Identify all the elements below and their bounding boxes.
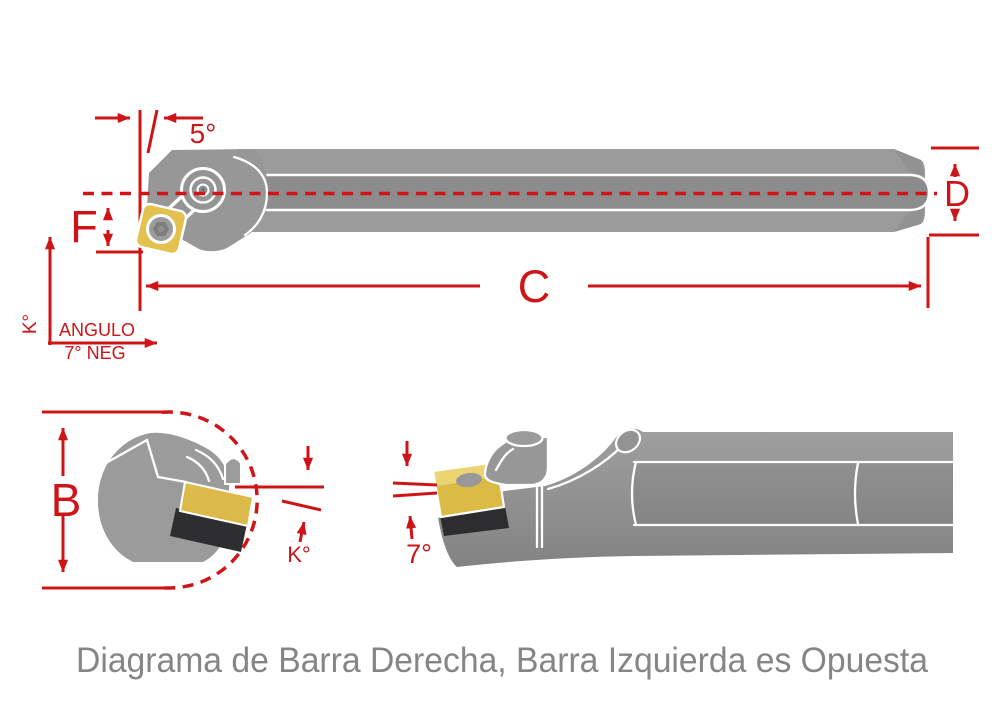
scoop-inner-curve: [546, 444, 624, 491]
clamp-screw-top: [504, 428, 544, 448]
clearance-angle-dimension: 7°: [392, 441, 438, 569]
end-face-facet-1: [104, 438, 149, 465]
lead-angle-label: 5°: [190, 118, 217, 149]
k-axis-label: K°: [20, 314, 41, 334]
lead-angle-dimension: 5°: [95, 109, 217, 311]
k-angle-arrow-up: [296, 521, 307, 543]
d-dimension: D: [929, 146, 979, 237]
clamp-screw-center: [201, 188, 205, 192]
end-face-facet-3: [156, 475, 188, 484]
f-dimension: F: [70, 201, 143, 254]
clamp-body-3d: [483, 435, 550, 487]
detail-body: [438, 428, 953, 567]
k-angle-slant-line: [281, 499, 322, 512]
cutting-insert-3d: [431, 460, 506, 519]
detail-cap-arc: [630, 460, 638, 527]
clearance-line-upper: [392, 481, 438, 487]
b-label: B: [51, 474, 82, 526]
top-view: 5°: [20, 109, 979, 363]
boring-bar-side: [134, 149, 931, 256]
angulo-value: 7° NEG: [64, 343, 125, 363]
detail-view: 7°: [392, 428, 955, 569]
bore-circle-dashed: [161, 410, 259, 590]
insert-edge-on: [178, 480, 255, 528]
k-angle-dimension: K°: [235, 446, 324, 567]
bar-middle-flat: [258, 173, 931, 212]
f-label: F: [70, 201, 98, 252]
detail-mid-seam: [853, 461, 860, 526]
clearance-angle-label: 7°: [406, 539, 432, 569]
bar-end-chamfer-top: [894, 149, 925, 176]
scoop-wall-tip: [614, 428, 642, 454]
end-face-arc-inner: [185, 455, 211, 483]
angulo-word: ANGULO: [59, 320, 135, 340]
insert-front-face: [436, 476, 504, 517]
clamp-3d: [483, 428, 550, 487]
insert-socket-center: [157, 225, 165, 233]
shim-edge-on: [170, 508, 247, 552]
clearance-line-lower: [392, 491, 438, 498]
clamp-nose-fold: [494, 447, 515, 472]
k-axis-legend: K° ANGULO 7° NEG: [20, 236, 158, 363]
bar-end-face: [97, 432, 255, 562]
lead-angle-slant-line: [146, 109, 159, 154]
insert-outline: [431, 460, 506, 519]
detail-middle-flat: [634, 462, 953, 525]
head-blend-curve: [232, 155, 269, 237]
end-face-arc-outer: [194, 448, 225, 481]
k-angle-label: K°: [287, 542, 310, 567]
clamp-tip-edge-on: [224, 457, 242, 485]
c-dimension: C: [145, 237, 930, 312]
clearance-arrow-up: [406, 515, 417, 540]
diagram-caption: Diagrama de Barra Derecha, Barra Izquier…: [76, 641, 929, 680]
end-view: B K°: [42, 410, 324, 590]
c-label: C: [518, 261, 551, 312]
insert-hole-3d: [456, 472, 482, 488]
end-face-facet-2: [145, 438, 160, 479]
b-dimension: B: [42, 410, 172, 590]
bar-end-chamfer-bottom: [894, 209, 925, 232]
d-label: D: [944, 173, 970, 214]
